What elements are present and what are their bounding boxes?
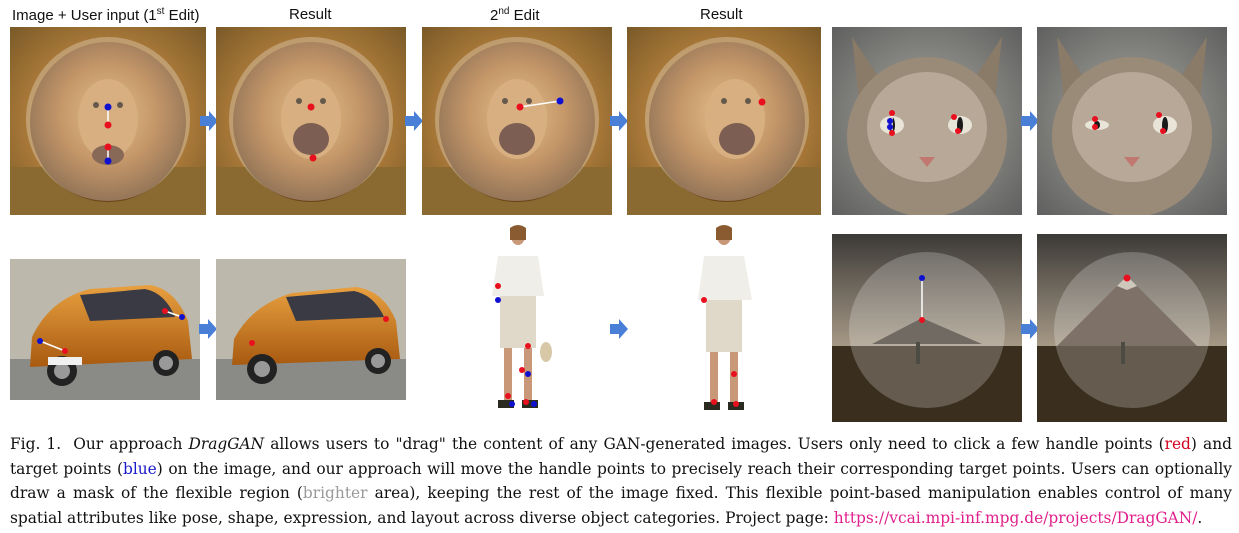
mountain-input-image bbox=[832, 234, 1022, 422]
figure-label: Fig. 1. bbox=[10, 435, 62, 453]
handle-point bbox=[104, 143, 112, 151]
header-input: Image + User input (1st Edit) bbox=[12, 6, 200, 24]
arrow-right-icon bbox=[610, 319, 628, 339]
arrow-right-icon bbox=[405, 111, 423, 131]
target-point bbox=[887, 118, 893, 124]
handle-point bbox=[62, 348, 68, 354]
handle-point bbox=[731, 371, 737, 377]
woman-result-image bbox=[686, 224, 766, 420]
header-edit-2: 2nd Edit bbox=[490, 6, 540, 24]
arrow-right-icon bbox=[199, 319, 217, 339]
handle-point bbox=[1156, 112, 1162, 118]
handle-point bbox=[701, 297, 707, 303]
handle-point bbox=[889, 130, 895, 136]
mountain-result-image bbox=[1037, 234, 1227, 422]
lion-result-1-image bbox=[216, 27, 406, 215]
handle-point bbox=[1092, 124, 1098, 130]
lion-result-2-image bbox=[627, 27, 821, 215]
target-point bbox=[179, 314, 185, 320]
handle-point bbox=[919, 317, 925, 323]
target-point bbox=[104, 157, 112, 165]
handle-point bbox=[733, 401, 739, 407]
target-point bbox=[556, 97, 564, 105]
handle-point bbox=[1123, 274, 1131, 282]
project-page-link[interactable]: https://vcai.mpi-inf.mpg.de/projects/Dra… bbox=[833, 508, 1198, 527]
target-point bbox=[887, 124, 893, 130]
woman-input-image bbox=[478, 224, 558, 420]
cat-input-image bbox=[832, 27, 1022, 215]
handle-point bbox=[505, 393, 511, 399]
handle-point bbox=[519, 367, 525, 373]
target-point bbox=[509, 401, 515, 407]
figure-caption: Fig. 1. Our approach DragGAN allows user… bbox=[10, 435, 1233, 527]
arrow-right-icon bbox=[200, 111, 218, 131]
target-point bbox=[919, 275, 925, 281]
brighter-word: brighter bbox=[302, 484, 368, 503]
blue-word: blue bbox=[122, 459, 157, 478]
header-result-1: Result bbox=[289, 6, 332, 23]
handle-point bbox=[495, 283, 501, 289]
target-point bbox=[525, 371, 531, 377]
handle-point bbox=[307, 103, 315, 111]
lion-edit-2-image bbox=[422, 27, 612, 215]
arrow-right-icon bbox=[1021, 319, 1039, 339]
handle-point bbox=[309, 154, 317, 162]
handle-point bbox=[1160, 128, 1166, 134]
header-result-2: Result bbox=[700, 6, 743, 23]
handle-point bbox=[523, 399, 529, 405]
handle-point bbox=[711, 399, 717, 405]
car-input-image bbox=[10, 259, 200, 400]
target-point bbox=[37, 338, 43, 344]
car-result-image bbox=[216, 259, 406, 400]
red-word: red bbox=[1164, 435, 1191, 453]
handle-point bbox=[383, 316, 389, 322]
arrow-right-icon bbox=[610, 111, 628, 131]
handle-point bbox=[249, 340, 255, 346]
target-point bbox=[104, 103, 112, 111]
handle-point bbox=[955, 128, 961, 134]
handle-point bbox=[1092, 116, 1098, 122]
target-point bbox=[495, 297, 501, 303]
cat-result-image bbox=[1037, 27, 1227, 215]
handle-point bbox=[525, 343, 531, 349]
handle-point bbox=[758, 98, 766, 106]
method-name: DragGAN bbox=[188, 435, 265, 453]
handle-point bbox=[104, 121, 112, 129]
handle-point bbox=[516, 103, 524, 111]
target-point bbox=[531, 401, 537, 407]
handle-point bbox=[162, 308, 168, 314]
lion-input-image bbox=[10, 27, 206, 215]
handle-point bbox=[951, 114, 957, 120]
arrow-right-icon bbox=[1021, 111, 1039, 131]
handle-point bbox=[889, 110, 895, 116]
